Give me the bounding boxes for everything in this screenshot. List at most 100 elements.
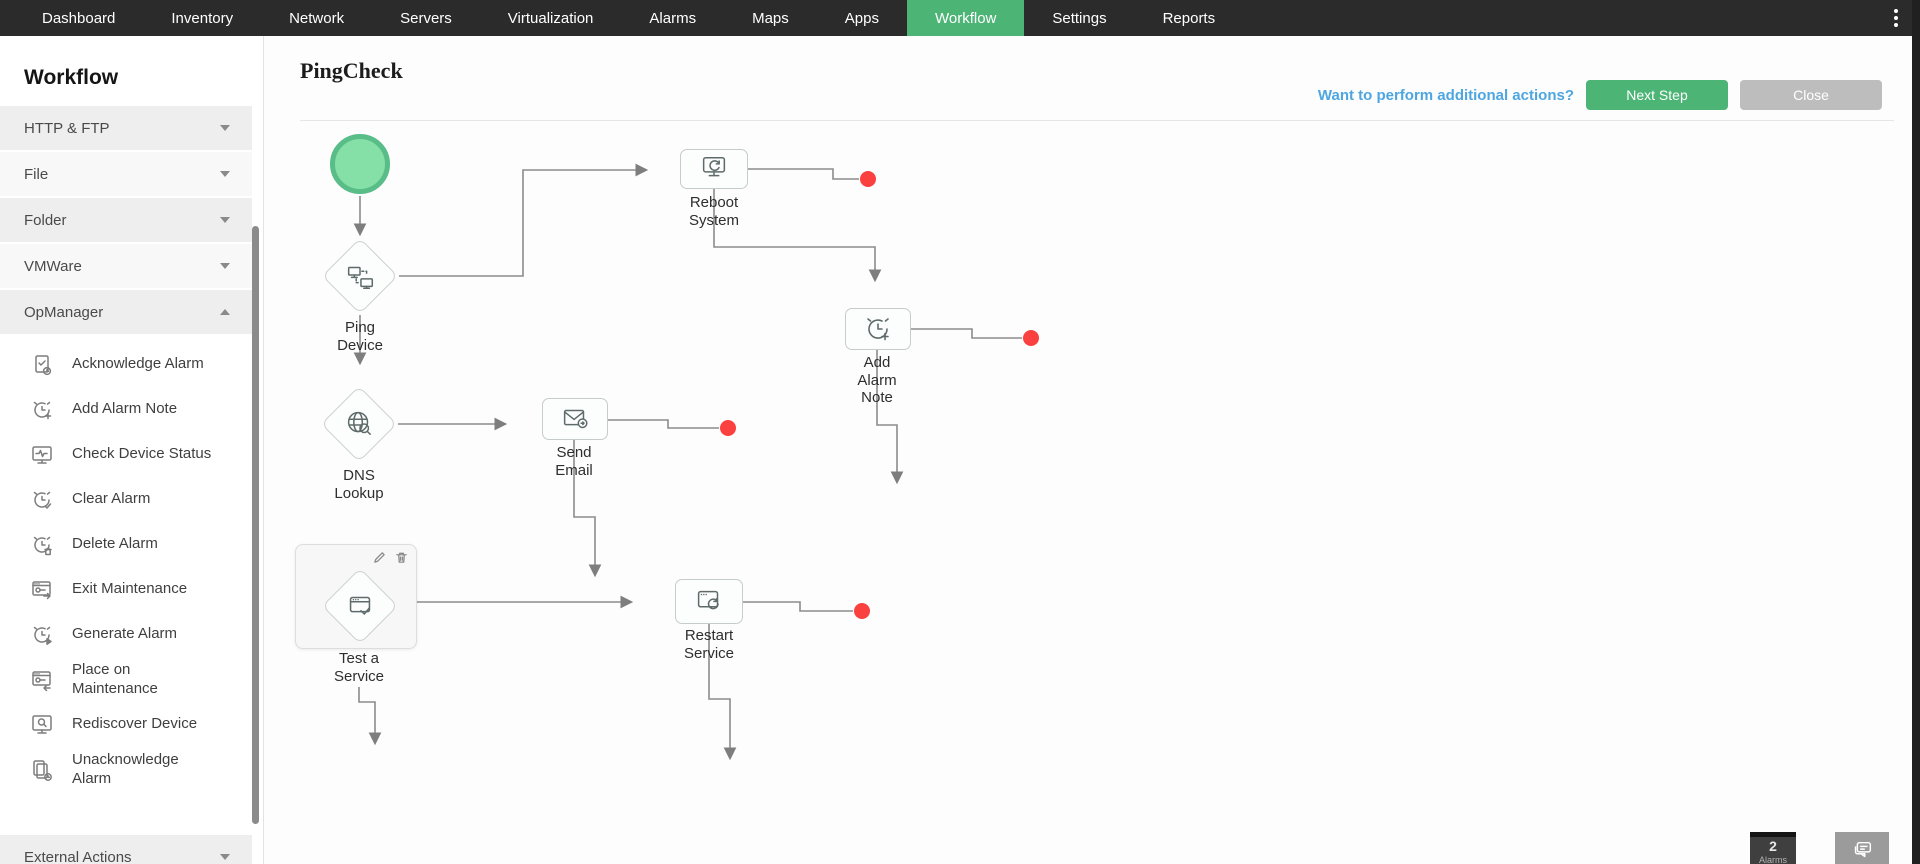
nav-tab-dashboard[interactable]: Dashboard (42, 9, 116, 27)
start-node[interactable] (330, 134, 390, 194)
rediscover-device-icon (28, 711, 56, 739)
sidebar-item-label: Unacknowledge Alarm (72, 750, 179, 787)
node-label-dns-lookup: DNS Lookup (334, 467, 384, 502)
chevron-up-icon (220, 309, 230, 315)
chevron-down-icon (220, 263, 230, 269)
sidebar-item-label: Add Alarm Note (72, 400, 178, 418)
close-button[interactable]: Close (1740, 80, 1882, 110)
chat-icon (1854, 841, 1872, 858)
sidebar-item-label: Place on Maintenance (72, 660, 158, 697)
node-ping-device[interactable] (321, 237, 399, 315)
ping-device-icon (343, 259, 377, 293)
header-divider (300, 120, 1894, 121)
next-step-button[interactable]: Next Step (1586, 80, 1728, 110)
kebab-menu-icon[interactable] (1872, 0, 1920, 36)
nav-tab-settings[interactable]: Settings (1052, 9, 1107, 27)
sidebar-item-label: Exit Maintenance (72, 580, 188, 598)
acknowledge-alarm-icon (28, 351, 56, 379)
accordion-folder[interactable]: Folder (0, 198, 252, 242)
connector-ping-to-reboot (399, 163, 649, 277)
sidebar-item-label: Clear Alarm (72, 490, 151, 508)
sidebar-item-unacknowledge-alarm[interactable]: Unacknowledge Alarm (0, 747, 263, 792)
node-label-send-email: Send Email (555, 444, 593, 479)
page-scrollbar[interactable] (1912, 0, 1920, 864)
node-test-a-service[interactable] (321, 567, 399, 645)
accordion-label: VMWare (24, 257, 82, 275)
sidebar-item-generate-alarm[interactable]: Generate Alarm (0, 612, 263, 657)
delete-icon[interactable] (395, 551, 408, 564)
dns-lookup-icon (342, 407, 376, 441)
sidebar: Workflow HTTP & FTP File Folder VMWare O… (0, 36, 264, 864)
chevron-down-icon (220, 171, 230, 177)
send-email-icon (563, 409, 588, 429)
delete-alarm-icon (28, 531, 56, 559)
sidebar-item-label: Check Device Status (72, 445, 212, 463)
sidebar-item-check-device-status[interactable]: Check Device Status (0, 432, 263, 477)
connector-addnote-endpoint (910, 328, 1022, 339)
accordion-opmanager[interactable]: OpManager (0, 290, 252, 334)
nav-tab-workflow[interactable]: Workflow (906, 0, 1025, 36)
node-label-ping-device: Ping Device (337, 319, 383, 354)
sidebar-item-place-on-maintenance[interactable]: Place on Maintenance (0, 657, 263, 702)
nav-tab-network[interactable]: Network (289, 9, 345, 27)
nav-tab-apps[interactable]: Apps (844, 9, 879, 27)
nav-tab-reports[interactable]: Reports (1162, 9, 1216, 27)
node-label-restart-service: Restart Service (683, 627, 735, 662)
add-alarm-note-icon (28, 396, 56, 424)
node-restart-service[interactable] (675, 579, 743, 624)
nav-tab-maps[interactable]: Maps (752, 9, 789, 27)
accordion-label: External Actions (24, 848, 132, 864)
sidebar-item-label: Acknowledge Alarm (72, 355, 204, 373)
node-test-a-service-frame (295, 544, 417, 649)
nav-tab-virtualization[interactable]: Virtualization (507, 9, 594, 27)
check-device-status-icon (28, 441, 56, 469)
nav-tab-servers[interactable]: Servers (400, 9, 452, 27)
sidebar-item-exit-maintenance[interactable]: Exit Maintenance (0, 567, 263, 612)
accordion-external-actions[interactable]: External Actions (0, 835, 252, 864)
sidebar-item-rediscover-device[interactable]: Rediscover Device (0, 702, 263, 747)
reboot-system-icon (702, 156, 726, 177)
sidebar-scrollbar[interactable] (252, 226, 259, 824)
accordion-file[interactable]: File (0, 152, 252, 196)
alarm-count: 2 (1769, 838, 1777, 854)
node-dns-lookup[interactable] (320, 385, 398, 463)
unacknowledge-alarm-icon (28, 756, 56, 784)
endpoint-dot (720, 420, 736, 436)
connector-test-down (358, 687, 382, 746)
chat-widget[interactable] (1835, 832, 1889, 864)
accordion-vmware[interactable]: VMWare (0, 244, 252, 288)
nav-tab-inventory[interactable]: Inventory (171, 9, 234, 27)
connector-layer (353, 163, 1039, 761)
connector-restart-endpoint (743, 601, 853, 612)
endpoint-dot (1023, 330, 1039, 346)
alarm-count-label: Alarms (1758, 855, 1787, 864)
accordion-http-ftp[interactable]: HTTP & FTP (0, 106, 252, 150)
sidebar-item-label: Generate Alarm (72, 625, 178, 643)
connector-reboot-endpoint (748, 168, 859, 180)
nav-tab-alarms[interactable]: Alarms (649, 9, 697, 27)
chevron-down-icon (220, 854, 230, 860)
additional-actions-link[interactable]: Want to perform additional actions? (1317, 86, 1574, 104)
sidebar-item-acknowledge-alarm[interactable]: Acknowledge Alarm (0, 342, 263, 387)
place-on-maintenance-icon (28, 666, 56, 694)
chevron-down-icon (220, 125, 230, 131)
node-add-alarm-note[interactable] (845, 308, 911, 350)
workflow-canvas: PingCheck Want to perform additional act… (264, 36, 1920, 864)
sidebar-item-add-alarm-note[interactable]: Add Alarm Note (0, 387, 263, 432)
sidebar-item-clear-alarm[interactable]: Clear Alarm (0, 477, 263, 522)
generate-alarm-icon (28, 621, 56, 649)
exit-maintenance-icon (28, 576, 56, 604)
endpoint-dot (854, 603, 870, 619)
accordion-label: HTTP & FTP (24, 119, 110, 137)
accordion-label: OpManager (24, 303, 104, 321)
sidebar-item-delete-alarm[interactable]: Delete Alarm (0, 522, 263, 567)
accordion-label: Folder (24, 211, 67, 229)
edit-icon[interactable] (373, 551, 386, 564)
node-reboot-system[interactable] (680, 149, 748, 189)
sidebar-item-label: Rediscover Device (72, 715, 198, 733)
node-send-email[interactable] (542, 398, 608, 440)
alarm-count-widget[interactable]: 2 Alarms (1750, 832, 1796, 864)
node-label-reboot-system: Reboot System (688, 194, 739, 229)
node-label-test-a-service: Test a Service (333, 650, 385, 685)
node-label-add-alarm-note: Add Alarm Note (857, 354, 897, 407)
